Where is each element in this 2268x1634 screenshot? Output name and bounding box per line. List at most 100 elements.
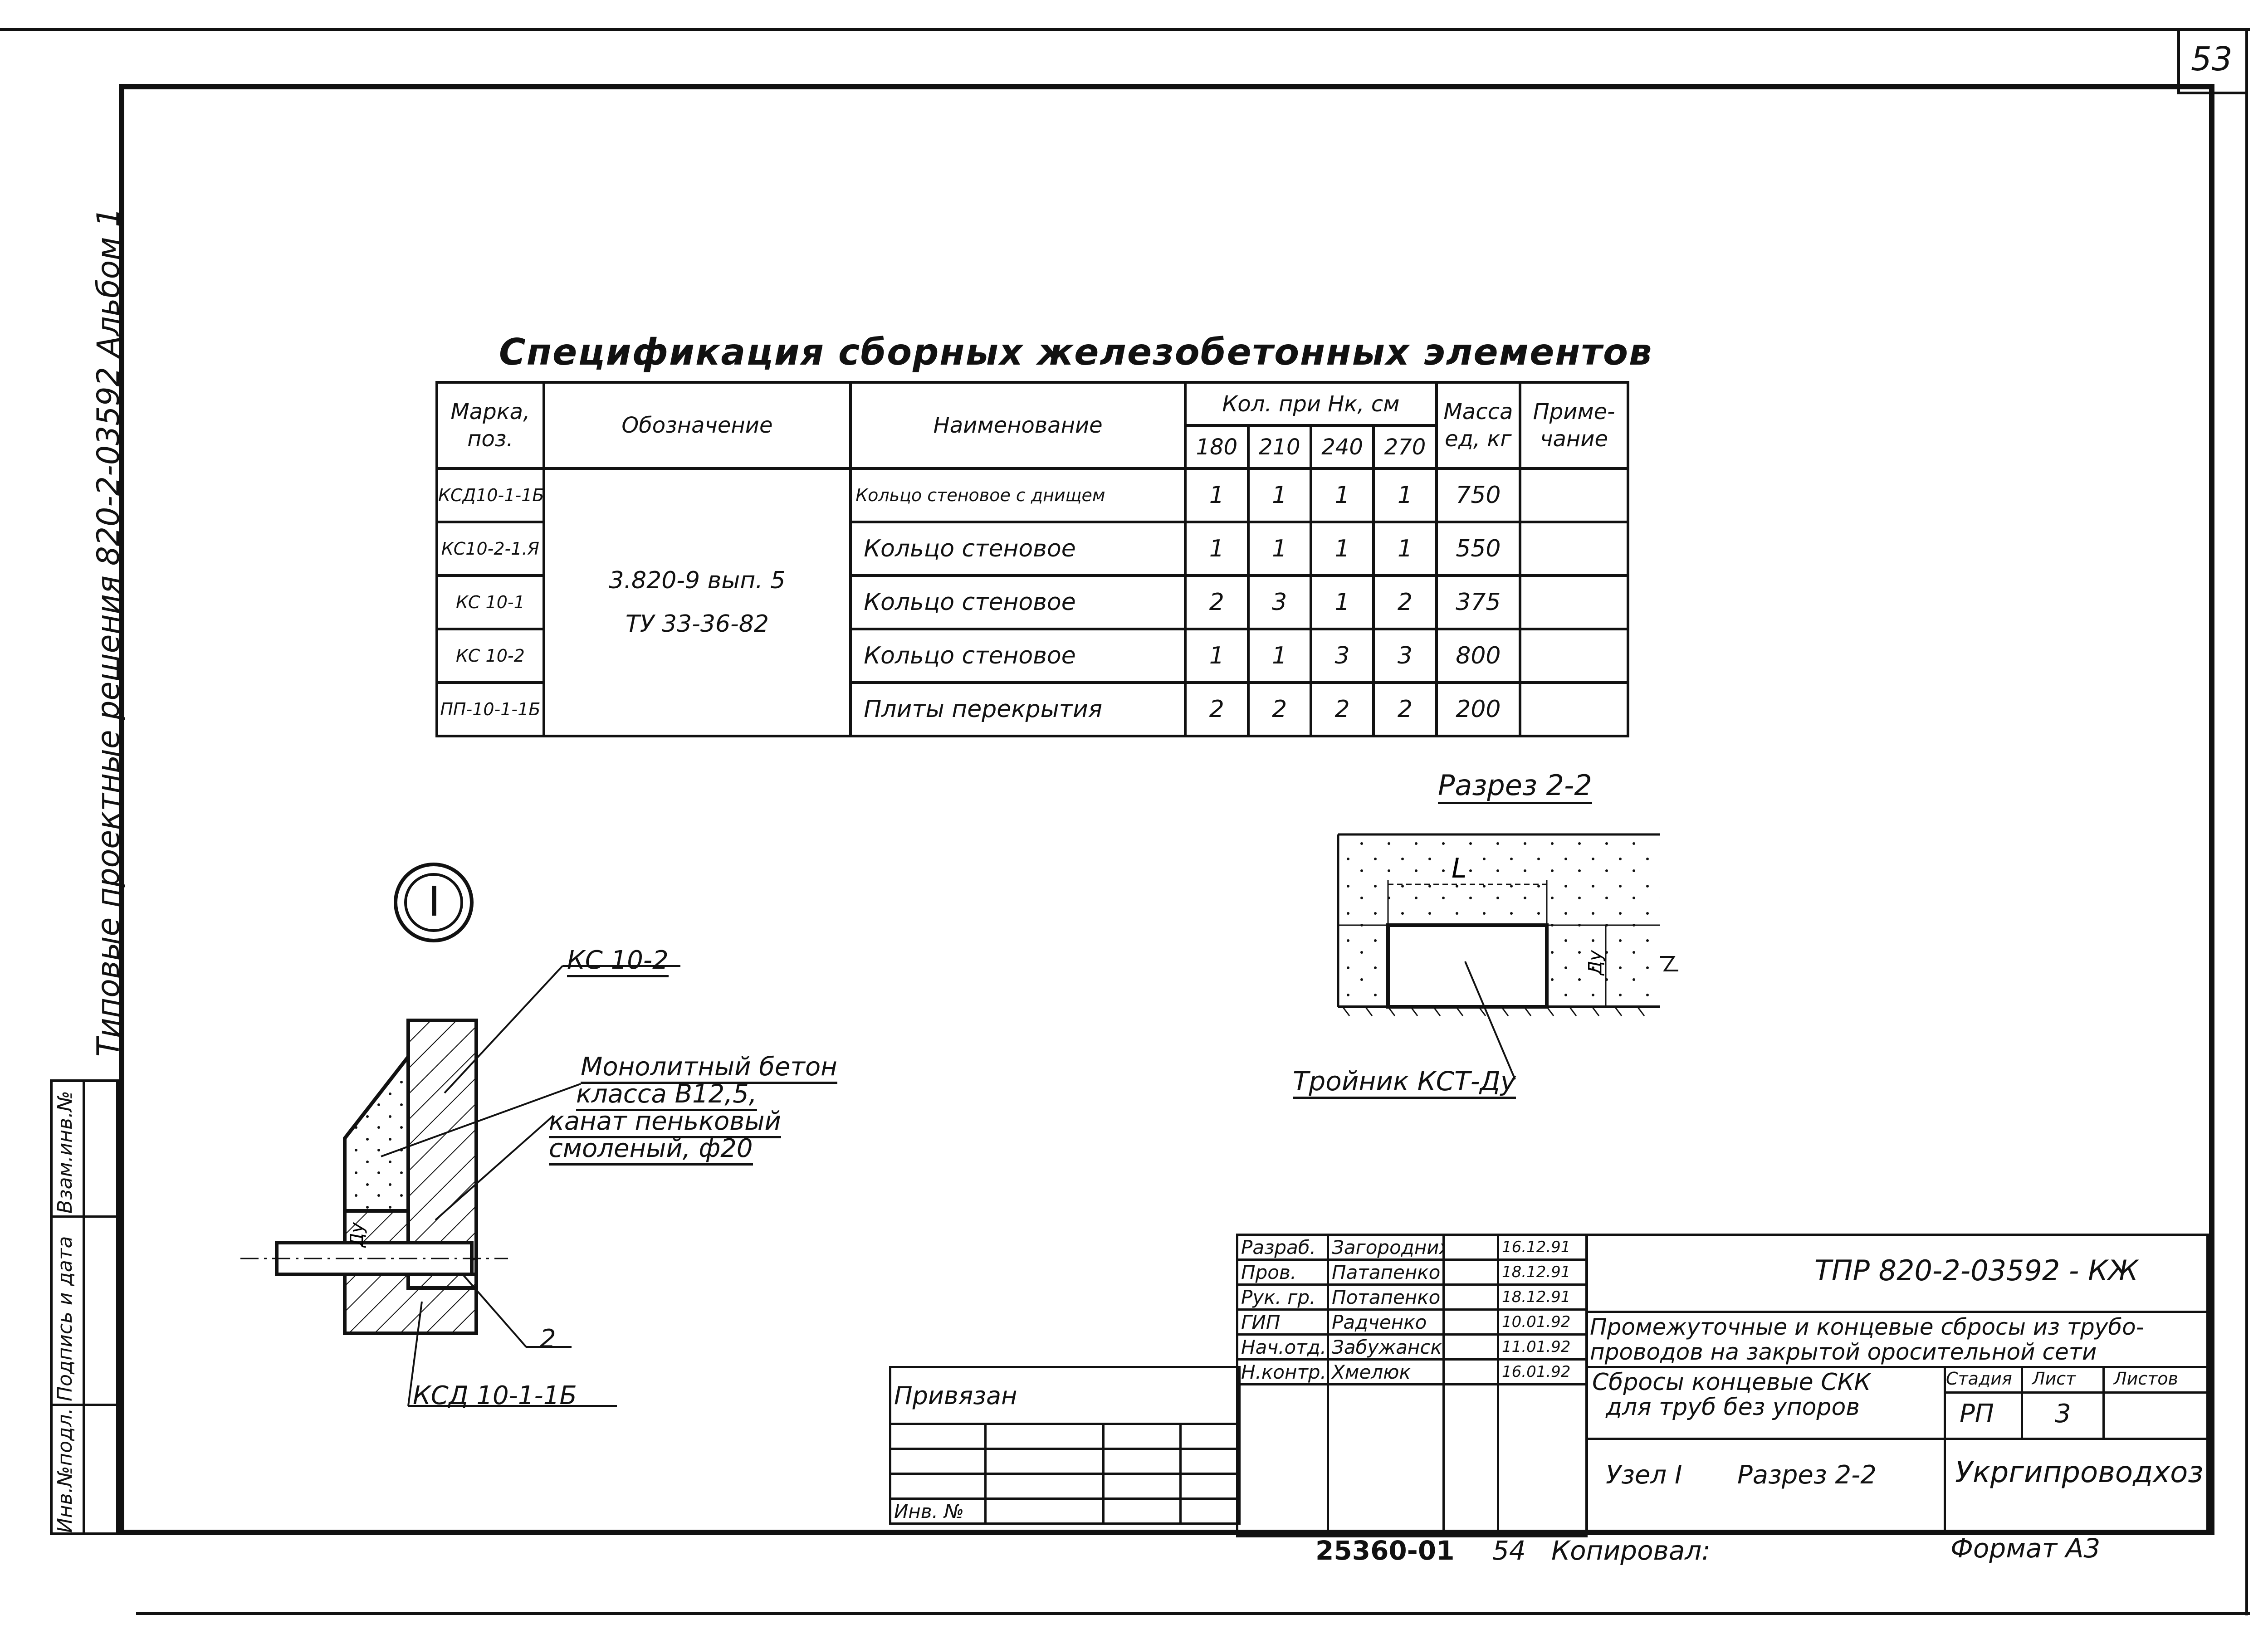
sheets-header: Листов [2114, 1369, 2178, 1389]
row-q270: 2 [1372, 681, 1438, 737]
signer-signature [1442, 1358, 1499, 1385]
section-drawing: L Ду [1337, 833, 1678, 1080]
node-label-pos: 2 [540, 1324, 556, 1354]
row-note [1519, 681, 1629, 737]
side-stamp-inv: Инв.№подл. [54, 1408, 77, 1533]
row-q240: 3 [1309, 628, 1375, 684]
designation-line-2: ТУ 33-36-82 [625, 610, 769, 638]
signer-name: Радченко [1327, 1308, 1445, 1336]
org-name: Укргипроводхоз [1955, 1456, 2204, 1489]
row-note [1519, 574, 1629, 630]
row-note [1519, 628, 1629, 684]
sheet-desc-1: Сбросы концевые СКК [1592, 1369, 1871, 1396]
signer-signature [1442, 1333, 1499, 1361]
footer-num: 54 [1492, 1535, 1526, 1566]
spec-title: Спецификация сборных железобетонных элем… [499, 331, 1653, 373]
section-dim-l: L [1452, 853, 1466, 884]
row-q210: 1 [1246, 628, 1312, 684]
row-mass: 800 [1435, 628, 1522, 684]
signer-signature [1442, 1258, 1499, 1286]
signer-role: Нач.отд. [1236, 1333, 1329, 1361]
sheet-content-2: Разрез 2-2 [1737, 1460, 1877, 1490]
signer-name: Загородних [1327, 1234, 1445, 1261]
signer-date: 16.12.91 [1497, 1234, 1588, 1261]
row-q180: 1 [1184, 467, 1250, 523]
node-drawing: Ду [240, 863, 680, 1407]
node-label-concrete-1: Монолитный бетон [581, 1052, 837, 1084]
page-number: 53 [2191, 40, 2233, 78]
row-q180: 1 [1184, 521, 1250, 577]
row-name: Кольцо стеновое [849, 628, 1187, 684]
hdr-note: Приме-чание [1519, 381, 1629, 470]
hdr-mark: Марка, поз. [435, 381, 545, 470]
row-mark: КСД10-1-1Б [435, 467, 545, 523]
row-q240: 1 [1309, 521, 1375, 577]
sheet-right-edge [2245, 28, 2248, 1615]
sheet-top-edge [0, 28, 2250, 31]
signer-name: Забужанский [1327, 1333, 1445, 1361]
table-row: КС10-2-1.Я Кольцо стеновое 1 1 1 1 550 [435, 521, 1629, 577]
sheet-header: Лист [2032, 1369, 2076, 1389]
hdr-qty: Кол. при Нк, см [1184, 381, 1438, 427]
row-q240: 1 [1309, 467, 1375, 523]
tb-stage-h [1944, 1391, 2209, 1394]
row-q210: 1 [1246, 521, 1312, 577]
row-note [1519, 467, 1629, 523]
row-q240: 1 [1309, 574, 1375, 630]
side-stamp-h1 [50, 1215, 119, 1218]
row-mass: 200 [1435, 681, 1522, 737]
sheet-value: 3 [2055, 1399, 2071, 1429]
table-row: КС 10-1 Кольцо стеновое 2 3 1 2 375 [435, 574, 1629, 630]
signer-date: 16.01.92 [1497, 1358, 1588, 1385]
row-q180: 1 [1184, 628, 1250, 684]
tb-h2 [1585, 1366, 2209, 1368]
signer-date: 18.12.91 [1497, 1283, 1588, 1311]
footer-format: Формат А3 [1950, 1533, 2101, 1564]
row-name: Плиты перекрытия [849, 681, 1187, 737]
row-mass: 550 [1435, 521, 1522, 577]
node-label-ks: КС 10-2 [567, 946, 669, 977]
stage-header: Стадия [1946, 1369, 2012, 1389]
row-mark: КС10-2-1.Я [435, 521, 545, 577]
signer-date: 11.01.92 [1497, 1333, 1588, 1361]
privyazan-label: Привязан [889, 1366, 1241, 1425]
tb-h3 [1585, 1438, 2209, 1440]
row-q210: 3 [1246, 574, 1312, 630]
signer-signature [1442, 1234, 1499, 1261]
section-tee-label: Тройник КСТ-Ду [1293, 1066, 1516, 1099]
side-stamp-h2 [50, 1404, 119, 1406]
signer-name: Потапенко [1327, 1283, 1445, 1311]
node-marker-circle [394, 863, 474, 942]
section-title: Разрез 2-2 [1438, 769, 1592, 804]
doc-desc-1: Промежуточные и концевые сбросы из трубо… [1590, 1314, 2144, 1340]
row-mark: КС 10-1 [435, 574, 545, 630]
row-q270: 1 [1372, 467, 1438, 523]
designation-line-1: 3.820-9 вып. 5 [609, 567, 786, 594]
node-label-ksd: КСД 10-1-1Б [413, 1381, 577, 1410]
monolithic-concrete [343, 1051, 410, 1213]
signer-name: Патапенко [1327, 1258, 1445, 1286]
row-note [1519, 521, 1629, 577]
node-marker-label: I [428, 878, 440, 926]
row-q270: 2 [1372, 574, 1438, 630]
signer-role: Пров. [1236, 1258, 1329, 1286]
signer-signature [1442, 1283, 1499, 1311]
signer-date: 10.01.92 [1497, 1308, 1588, 1336]
row-name: Кольцо стеновое [849, 574, 1187, 630]
signer-role: ГИП [1236, 1308, 1329, 1336]
table-row: КС 10-2 Кольцо стеновое 1 1 3 3 800 [435, 628, 1629, 684]
hdr-qty-240: 240 [1309, 424, 1375, 470]
sheet-content-1: Узел I [1606, 1460, 1682, 1490]
row-q240: 2 [1309, 681, 1375, 737]
table-row: ПП-10-1-1Б Плиты перекрытия 2 2 2 2 200 [435, 681, 1629, 737]
tb-v1 [1944, 1366, 1946, 1533]
hdr-qty-180: 180 [1184, 424, 1250, 470]
signer-role: Н.контр. [1236, 1358, 1329, 1385]
node-label-concrete-3: канат пеньковый [549, 1107, 781, 1138]
row-mass: 750 [1435, 467, 1522, 523]
ksd-base [343, 1273, 478, 1335]
